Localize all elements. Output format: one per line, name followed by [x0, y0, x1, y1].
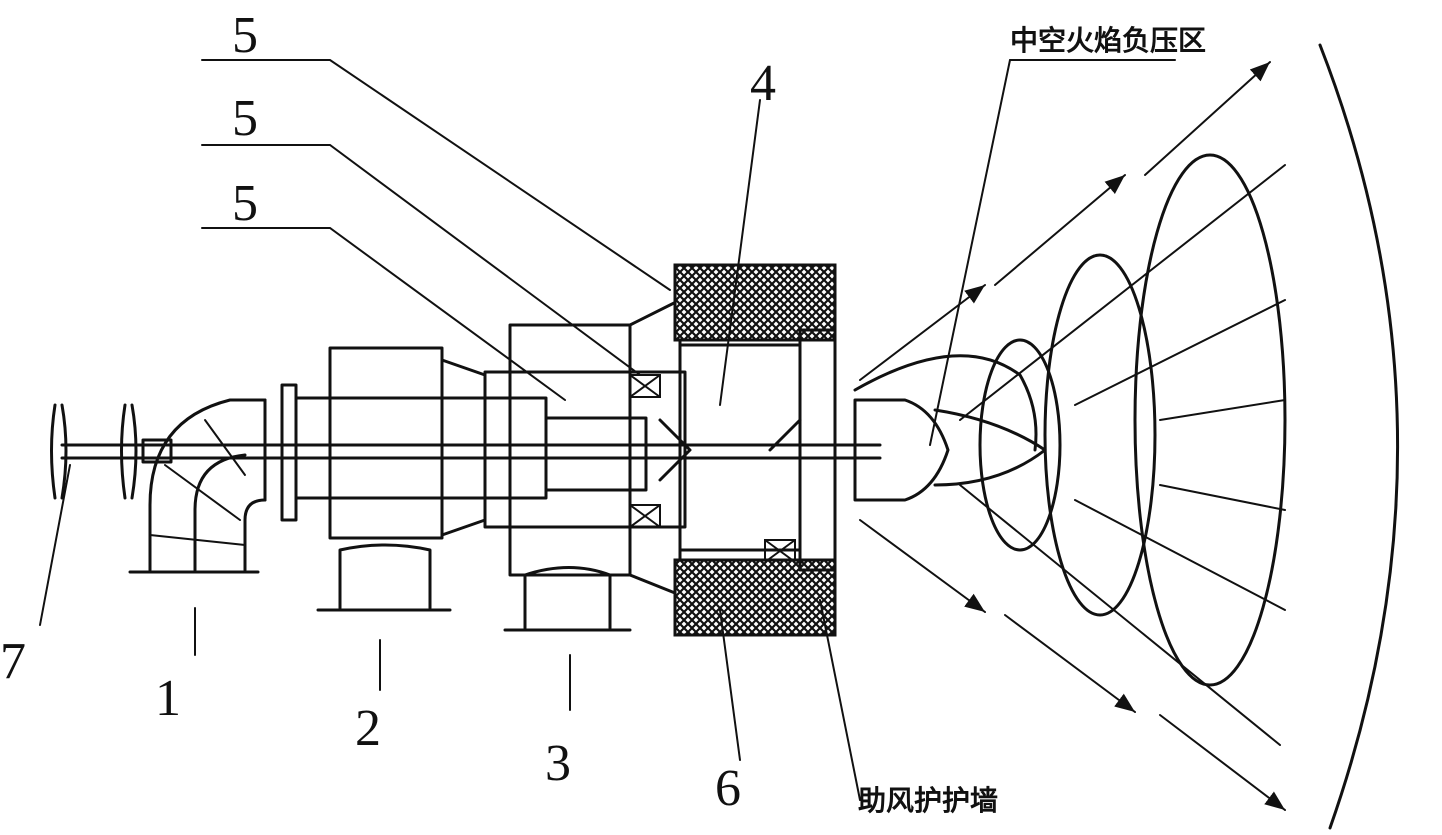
outlet-nozzle	[853, 398, 950, 502]
secondary-body	[483, 298, 687, 632]
flow-arrows	[859, 61, 1286, 811]
flame-rays	[959, 164, 1286, 746]
label-5-top: 5	[232, 7, 258, 64]
flame-envelope	[853, 43, 1400, 830]
label-1: 1	[155, 670, 181, 727]
nozzle-chamber	[658, 343, 802, 552]
label-5-middle: 5	[232, 90, 258, 147]
leader-lines	[39, 59, 1176, 801]
label-hollow-flame-zone: 中空火焰负压区	[1010, 24, 1206, 57]
labels: 5 5 5 4 7 1 2 3 6 中空火焰负压区 助风护护墙	[0, 7, 1206, 817]
swirl-vanes	[629, 314, 796, 563]
label-wind-ring: 助风护护墙	[858, 784, 998, 817]
label-2: 2	[355, 700, 381, 757]
refractory-ring	[673, 263, 837, 637]
label-3: 3	[545, 735, 571, 792]
label-6: 6	[715, 760, 741, 817]
primary-body	[294, 346, 548, 612]
elbow-pipe	[128, 383, 298, 574]
hand-wheel	[50, 403, 173, 500]
label-4: 4	[750, 55, 776, 112]
label-7: 7	[0, 633, 26, 690]
central-rod	[60, 443, 882, 460]
label-5-bottom: 5	[232, 175, 258, 232]
